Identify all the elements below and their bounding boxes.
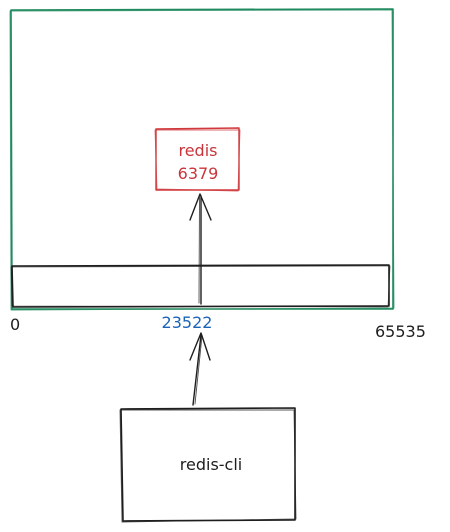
arrow-port-to-redis-head [189,193,212,221]
arrow-client-to-port [189,332,211,406]
redis-name-label: redis [178,141,217,160]
redis-cli-label: redis-cli [180,455,242,474]
redis-box: redis 6379 [154,127,241,192]
port-range-bar-border-sketch [10,265,391,308]
port-range-max-label: 65535 [375,322,426,341]
redis-port-label: 6379 [178,164,219,183]
arrow-port-to-redis [189,193,212,305]
port-range-bar-border [11,264,390,308]
host-container-border-sketch [9,9,395,311]
host-container-border [10,8,394,310]
redis-box-border-sketch [154,129,241,192]
arrow-client-to-port-shaft-sketch [194,335,203,405]
arrow-client-to-port-head [189,332,211,361]
arrow-client-to-port-shaft [192,334,202,406]
host-container [9,8,395,311]
redis-cli-box: redis-cli [119,407,297,523]
arrow-port-to-redis-shaft-sketch [198,196,200,304]
redis-cli-box-border [120,407,296,522]
port-range-min-label: 0 [10,315,20,334]
mapped-port-label: 23522 [162,313,213,332]
redis-cli-box-border-sketch [119,409,297,523]
port-range-bar [10,264,391,308]
